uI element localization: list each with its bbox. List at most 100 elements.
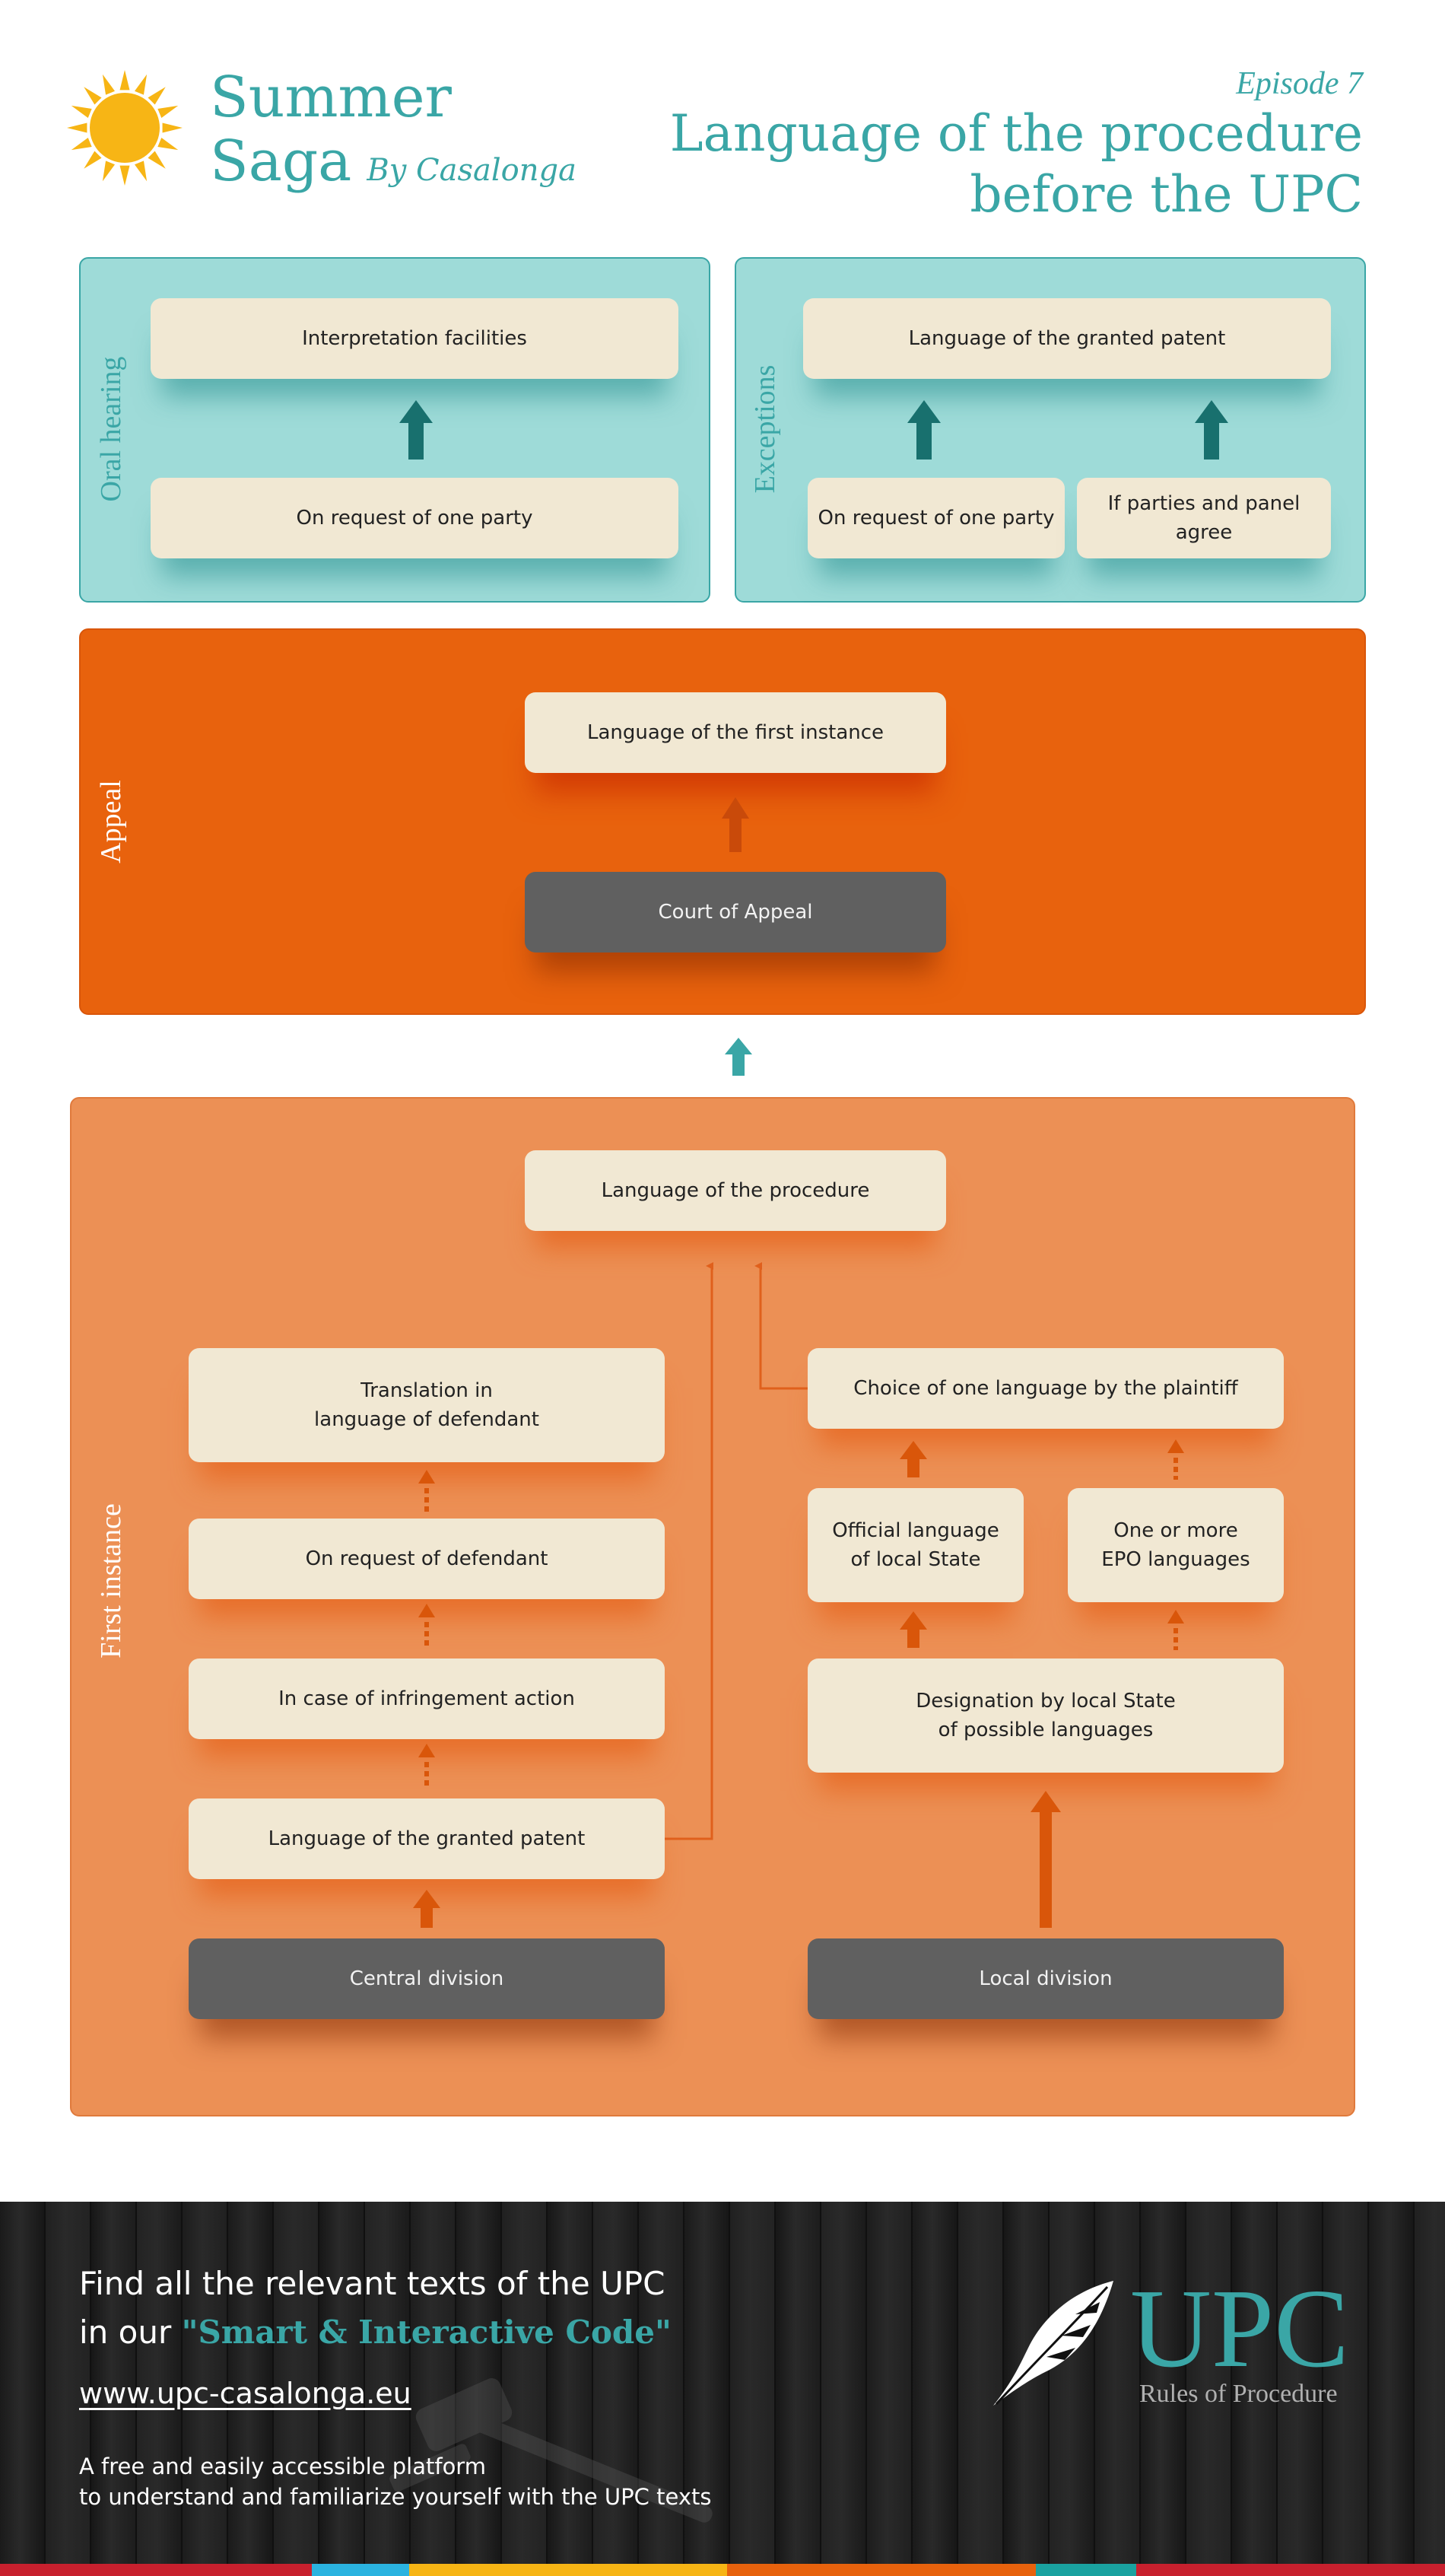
book-spine <box>1415 2202 1445 2576</box>
court-of-appeal-box: Court of Appeal <box>525 872 946 952</box>
upc-rules-subtitle: Rules of Procedure <box>1139 2380 1338 2408</box>
exceptions-parties-agree-box: If parties and panel agree <box>1077 478 1331 558</box>
sun-ray <box>157 137 179 151</box>
book-spine <box>502 2202 546 2576</box>
footer-find-prefix: in our <box>79 2314 182 2351</box>
book-spine <box>776 2202 820 2576</box>
upc-logo-text: UPC <box>1130 2266 1349 2391</box>
arrow-central-up <box>413 1890 440 1928</box>
footer-find-text: Find all the relevant texts of the UPC i… <box>79 2260 672 2357</box>
sun-ray <box>134 161 148 182</box>
gavel-icon <box>389 2378 713 2523</box>
footer-url-link[interactable]: www.upc-casalonga.eu <box>79 2377 411 2410</box>
sun-ray <box>71 137 92 151</box>
color-stripe-5 <box>1036 2564 1136 2576</box>
language-of-procedure-box: Language of the procedure <box>525 1150 946 1231</box>
footer-desc-line-1: A free and easily accessible platform <box>79 2454 486 2479</box>
dotted-arrows-left <box>418 1470 435 1786</box>
connector-choice-to-procedure <box>754 1262 808 1390</box>
brand-saga: Saga <box>210 129 352 194</box>
book-spine <box>274 2202 318 2576</box>
book-spine <box>1050 2202 1094 2576</box>
sun-ray <box>102 161 116 182</box>
arrow-oral-up <box>399 400 433 460</box>
translation-defendant-box: Translation in language of defendant <box>189 1348 665 1462</box>
book-spine <box>1232 2202 1276 2576</box>
sun-ray <box>134 74 148 95</box>
sun-ray <box>71 105 92 119</box>
sun-ray <box>102 74 116 95</box>
book-spine <box>411 2202 455 2576</box>
appeal-first-instance-language-box: Language of the first instance <box>525 692 946 773</box>
book-spine <box>821 2202 865 2576</box>
sun-ray <box>162 122 183 133</box>
sun-ray <box>119 165 130 186</box>
arrow-official-to-choice <box>900 1441 927 1477</box>
footer-desc-line-2: to understand and familiarize yourself w… <box>79 2484 712 2510</box>
color-stripe-1 <box>0 2564 312 2576</box>
page-title: Language of the procedure before the UPC <box>670 103 1363 225</box>
book-spine <box>1141 2202 1185 2576</box>
book-spine <box>137 2202 181 2576</box>
footer-find-line-1: Find all the relevant texts of the UPC <box>79 2265 665 2302</box>
sun-ray <box>148 87 166 105</box>
official-language-box: Official language of local State <box>808 1488 1024 1602</box>
arrow-first-to-appeal <box>725 1038 752 1076</box>
infringement-action-box: In case of infringement action <box>189 1658 665 1739</box>
book-spine <box>319 2202 364 2576</box>
sun-ray <box>148 151 166 169</box>
color-stripe-3 <box>409 2564 727 2576</box>
arrow-exceptions-left-up <box>907 400 941 460</box>
footer-description: A free and easily accessible platform to… <box>79 2451 711 2512</box>
book-spine <box>548 2202 592 2576</box>
book-spine <box>365 2202 409 2576</box>
diagram-connectors <box>399 400 1228 1928</box>
dotted-arrows-right <box>1167 1439 1184 1650</box>
episode-label: Episode 7 <box>1236 66 1363 101</box>
arrow-court-of-appeal-up <box>722 797 749 852</box>
sun-ray <box>84 151 102 169</box>
color-stripe-4 <box>727 2564 1036 2576</box>
sun-ray <box>84 87 102 105</box>
title-line-1: Language of the procedure <box>669 104 1363 163</box>
designation-local-state-box: Designation by local State of possible l… <box>808 1658 1284 1773</box>
book-spine <box>1369 2202 1413 2576</box>
book-spine <box>183 2202 227 2576</box>
book-spine <box>867 2202 911 2576</box>
book-spine <box>91 2202 135 2576</box>
book-spine <box>639 2202 683 2576</box>
footer-find-line-2: in our "Smart & Interactive Code" <box>79 2308 672 2357</box>
book-spine <box>1323 2202 1367 2576</box>
book-spine <box>684 2202 729 2576</box>
book-spine <box>1186 2202 1231 2576</box>
book-spine <box>0 2202 44 2576</box>
book-spine <box>46 2202 90 2576</box>
first-granted-patent-box: Language of the granted patent <box>189 1798 665 1879</box>
on-request-defendant-box: On request of defendant <box>189 1519 665 1599</box>
book-spine <box>456 2202 500 2576</box>
book-spine <box>593 2202 637 2576</box>
sun-ray <box>67 122 87 133</box>
exceptions-granted-patent-box: Language of the granted patent <box>803 298 1331 379</box>
oral-on-request-box: On request of one party <box>151 478 678 558</box>
sun-ray <box>157 105 179 119</box>
interpretation-facilities-box: Interpretation facilities <box>151 298 678 379</box>
arrow-local-to-designation <box>1031 1791 1061 1928</box>
book-spine <box>1095 2202 1139 2576</box>
color-stripe-6 <box>1136 2564 1445 2576</box>
smart-code-link[interactable]: "Smart & Interactive Code" <box>181 2314 672 2351</box>
local-division-box: Local division <box>808 1938 1284 2019</box>
exceptions-on-request-box: On request of one party <box>808 478 1065 558</box>
arrow-exceptions-right-up <box>1195 400 1228 460</box>
arrow-designation-to-official <box>900 1611 927 1648</box>
color-stripe-2 <box>312 2564 409 2576</box>
footer-banner <box>0 2202 1445 2576</box>
book-spine <box>958 2202 1002 2576</box>
book-spine <box>1278 2202 1322 2576</box>
book-spine <box>730 2202 774 2576</box>
book-spine <box>913 2202 957 2576</box>
quill-feather-icon <box>993 2281 1113 2406</box>
book-spine <box>228 2202 272 2576</box>
